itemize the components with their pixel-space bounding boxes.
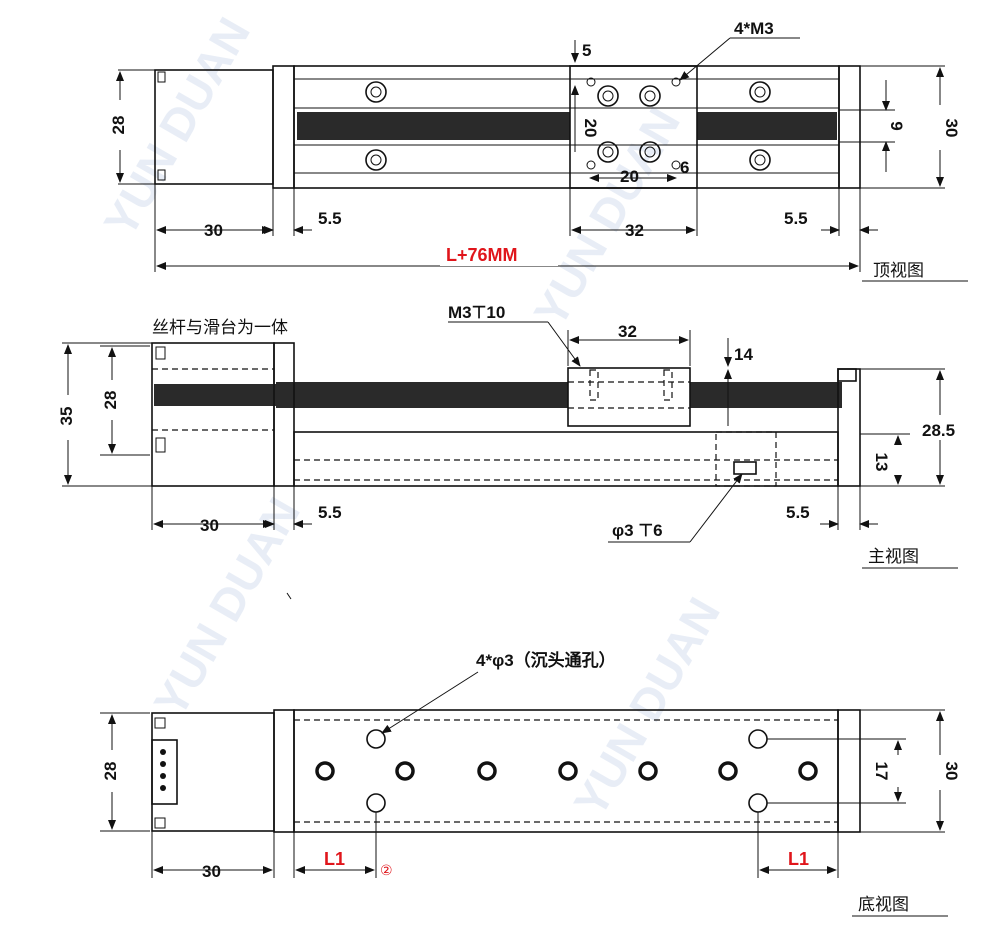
bottom-center-holes (315, 761, 818, 781)
dim-30-left-bottom: 30 (202, 862, 221, 881)
bottom-view: 4*φ3（沉头通孔） 28 17 30 30 L1 ② L1 底视图 (100, 650, 961, 917)
bottom-view-label: 底视图 (858, 895, 909, 915)
dim-5-5-right-top: 5.5 (784, 209, 808, 228)
motor-block-front (151, 342, 275, 487)
dim-28-top: 28 (109, 116, 128, 135)
dim-32-top: 32 (625, 221, 644, 240)
dim-5: 5 (582, 41, 591, 60)
lead-screw-left (297, 112, 570, 140)
dim-9: 9 (887, 121, 906, 130)
dim-28-front: 28 (101, 391, 120, 410)
dim-35: 35 (57, 407, 76, 426)
dim-32-front: 32 (618, 322, 637, 341)
carriage-holes (586, 77, 681, 170)
total-length-label: L+76MM (446, 245, 518, 265)
lead-screw-front (276, 382, 568, 408)
end-plate-left-bottom (273, 709, 295, 833)
carriage-front (567, 367, 691, 427)
dim-l1-right: L1 (788, 849, 809, 869)
dim-6: 6 (680, 158, 689, 177)
dim-28-bottom: 28 (101, 762, 120, 781)
integrated-note: 丝杆与滑台为一体 (152, 318, 288, 338)
bottom-countersunk-holes (366, 729, 768, 813)
dim-5-5-left-front: 5.5 (318, 503, 342, 522)
circled-2: ② (380, 863, 393, 879)
rail-mount-holes (365, 81, 771, 171)
dim-30-right-bottom: 30 (942, 762, 961, 781)
dim-14: 14 (734, 345, 753, 364)
rail-bottom (293, 709, 839, 833)
connector (151, 739, 178, 805)
front-view: 丝杆与滑台为一体 M3⊤10 32 14 35 28 28.5 (57, 303, 958, 600)
motor-block-bottom (151, 712, 275, 832)
dim-5-5-right-front: 5.5 (786, 503, 810, 522)
svg-text:YUN DUAN: YUN DUAN (564, 589, 730, 825)
lead-screw-right (697, 112, 837, 140)
rail-base-front (293, 431, 839, 487)
top-view: 4*M3 5 20 20 6 28 30 9 (109, 19, 968, 282)
dim-13: 13 (872, 453, 891, 472)
dim-5-5-left-top: 5.5 (318, 209, 342, 228)
label-countersunk: 4*φ3（沉头通孔） (476, 650, 616, 670)
dim-30-left-top: 30 (204, 221, 223, 240)
end-plate-left-front (273, 342, 295, 487)
dim-17: 17 (872, 762, 891, 781)
dim-20-horiz: 20 (620, 167, 639, 186)
end-plate-right-bottom (837, 709, 861, 833)
dim-l1-left: L1 (324, 849, 345, 869)
top-view-label: 顶视图 (873, 261, 924, 281)
dim-28-5: 28.5 (922, 421, 955, 440)
end-plate-left-top (272, 65, 295, 189)
dim-30-right-top: 30 (942, 119, 961, 138)
dim-30-front: 30 (200, 516, 219, 535)
end-plate-right-top (838, 65, 861, 189)
label-phi3: φ3 ⊤6 (612, 521, 663, 540)
front-view-label: 主视图 (868, 547, 919, 567)
dim-20-vert: 20 (581, 119, 600, 138)
carriage-top (569, 65, 698, 189)
label-m3-depth: M3⊤10 (448, 303, 505, 322)
label-4-m3: 4*M3 (734, 19, 774, 38)
